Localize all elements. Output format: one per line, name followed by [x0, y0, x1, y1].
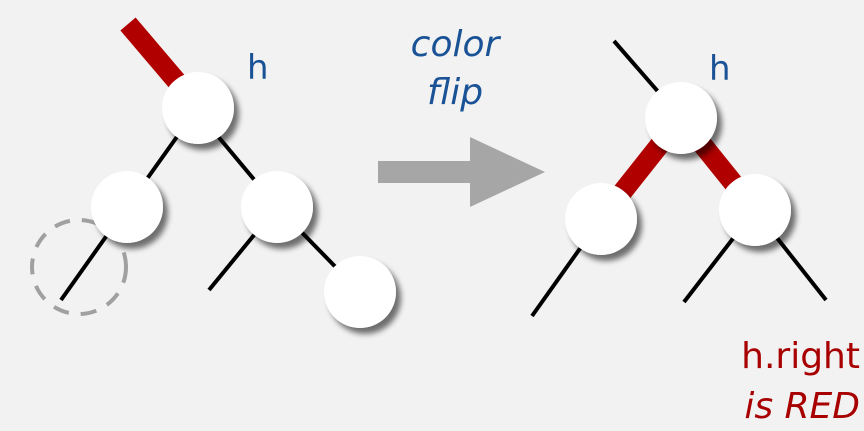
node-h-left-after [565, 183, 637, 255]
tree-before: h [30, 17, 396, 328]
node-h-right [241, 171, 313, 243]
note-line1: h.right [741, 336, 860, 377]
label-h-before: h [247, 48, 269, 88]
node-h-left [91, 171, 163, 243]
label-h-after: h [709, 49, 731, 89]
node-h-right-after [719, 174, 791, 246]
operation-label-line1: color [411, 24, 502, 65]
node-h-right-right [324, 256, 396, 328]
note-right-is-red: h.right is RED [741, 336, 860, 427]
operation-label-line2: flip [427, 72, 483, 113]
arrow-shape [378, 137, 545, 207]
node-h-after [645, 82, 717, 154]
note-line2: is RED [744, 386, 860, 427]
node-h [162, 72, 234, 144]
color-flip-arrow: color flip [378, 24, 545, 207]
dashed-highlight-circle [30, 218, 128, 316]
tree-after: h [530, 39, 828, 318]
